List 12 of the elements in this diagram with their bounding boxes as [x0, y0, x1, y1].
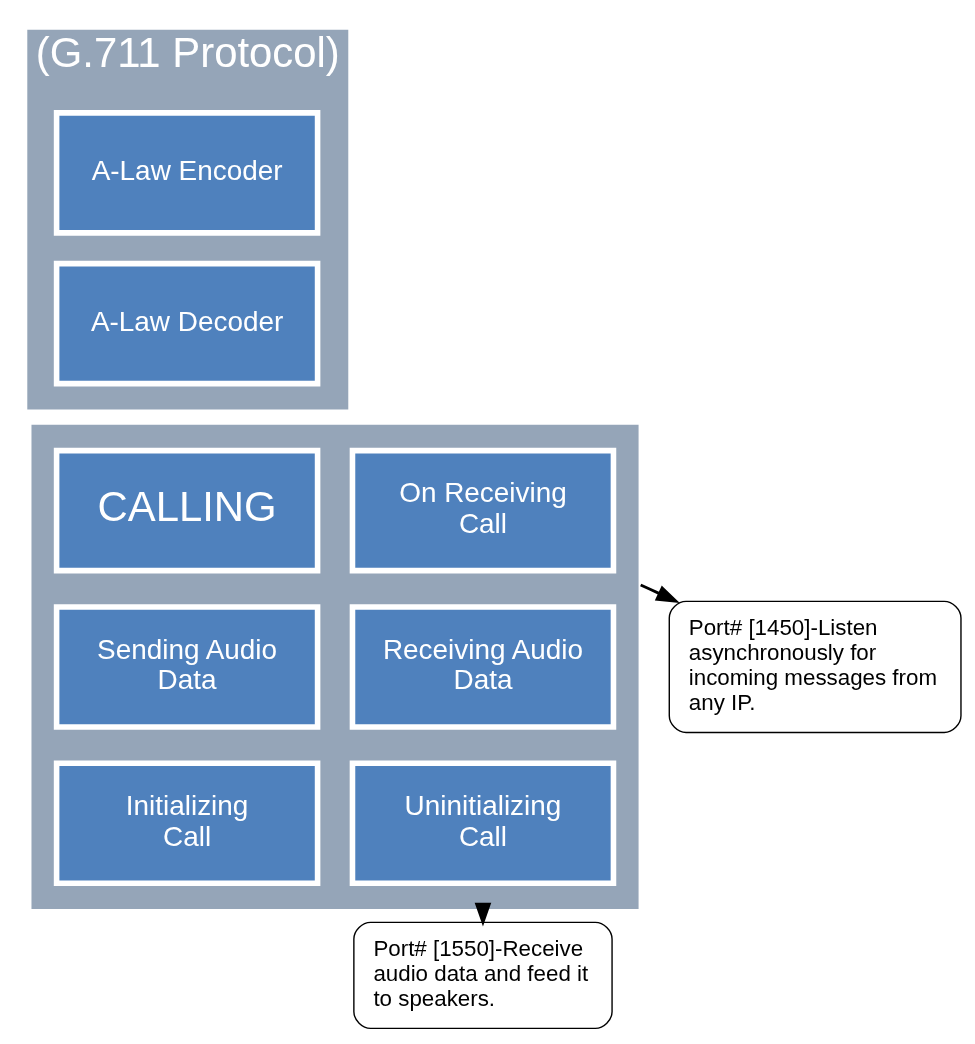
node-box: CALLING: [53, 447, 321, 573]
node-box: On Receiving Call: [349, 447, 617, 573]
node-box: Initializing Call: [53, 759, 321, 886]
node-box: Port# [1550]-Receive audio data and feed it to speakers.: [353, 921, 613, 1029]
arrow: [474, 902, 492, 926]
node-box: Port# [1450]-Listen asynchronously for incoming messages from any IP.: [668, 600, 962, 733]
node-box: Receiving Audio Data: [349, 603, 617, 730]
node-box: Sending Audio Data: [53, 603, 321, 730]
node-box: A-Law Decoder: [53, 260, 321, 386]
node-box: Uninitializing Call: [349, 759, 617, 886]
node-box: A-Law Encoder: [53, 109, 321, 236]
arrow: [640, 583, 680, 603]
